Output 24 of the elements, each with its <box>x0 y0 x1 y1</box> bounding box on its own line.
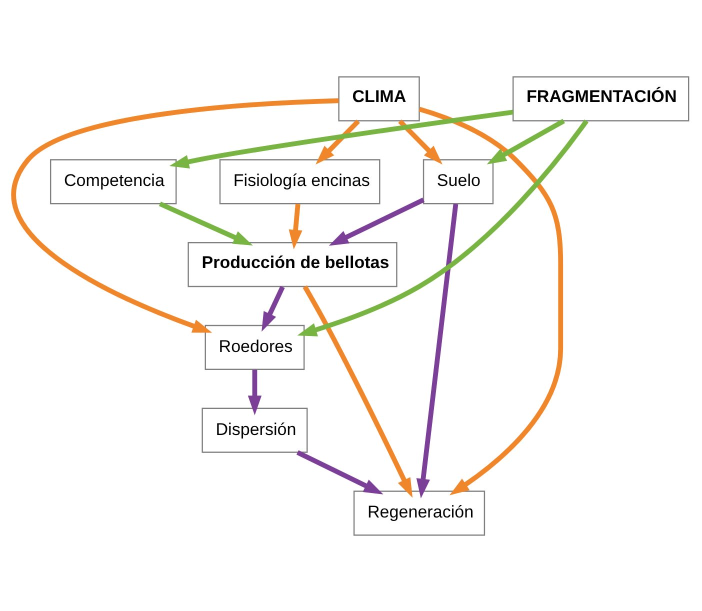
arrow <box>248 369 262 415</box>
node-box: Competencia <box>50 158 177 204</box>
arrow <box>398 118 442 164</box>
node-box: Producción de bellotas <box>188 242 398 287</box>
node-box: Regeneración <box>353 490 486 536</box>
node-box: CLIMA <box>338 76 420 121</box>
arrow <box>418 106 564 495</box>
arrow <box>316 118 360 164</box>
arrow <box>288 203 302 249</box>
arrow <box>296 450 384 494</box>
node-box: Dispersión <box>202 407 308 452</box>
arrow <box>328 197 425 246</box>
node-box: Suelo <box>422 158 494 204</box>
arrow <box>262 285 285 332</box>
arrow <box>486 118 565 164</box>
arrow <box>302 284 413 498</box>
arrow <box>297 119 588 336</box>
node-box: FRAGMENTACIÓN <box>512 76 690 121</box>
arrow <box>12 98 339 332</box>
node-box: Fisiología encinas <box>219 158 380 204</box>
arrow <box>158 201 253 246</box>
node-box: Roedores <box>204 324 305 370</box>
arrow <box>169 109 514 168</box>
arrow <box>416 203 458 498</box>
